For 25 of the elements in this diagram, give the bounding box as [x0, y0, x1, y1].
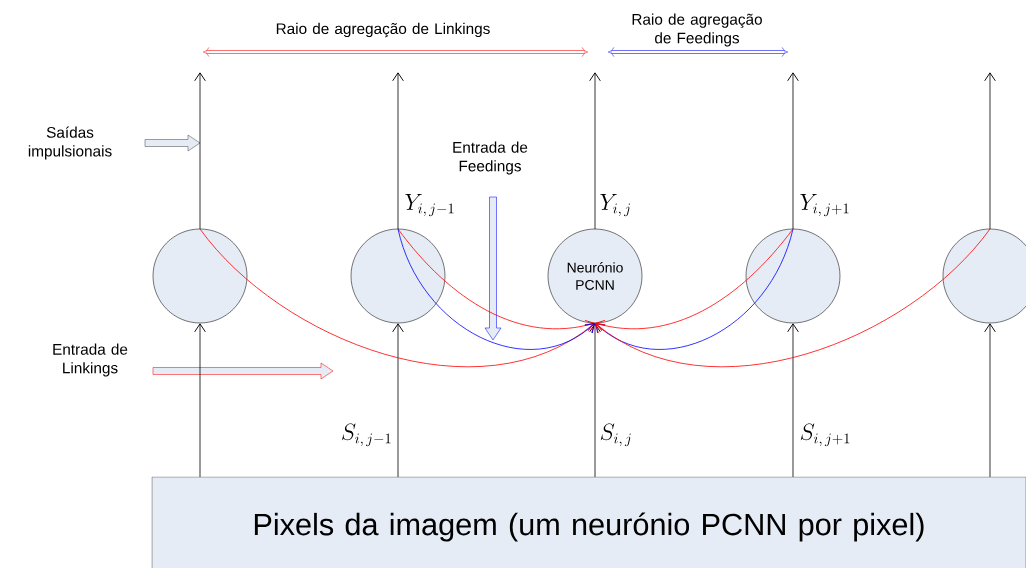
signal-arrow: [984, 72, 996, 230]
signal-arrow: [194, 72, 206, 230]
signal-arrow: [595, 228, 991, 368]
annotation-text: Raio de agregação de Linkings: [276, 22, 490, 38]
neuron-circle: [350, 228, 446, 324]
math-label: $Y_{i,\,j}$: [600, 194, 630, 217]
signal-arrow: [787, 323, 799, 478]
math-label: $S_{i,\,j-1}$: [342, 423, 391, 447]
signal-arrow: [194, 323, 206, 478]
annotation-text: Raio de agregação de Feedings: [632, 13, 762, 47]
annotation-text: Saídas impulsionais: [28, 126, 112, 160]
signal-arrow: [199, 228, 595, 368]
pixel-box: Pixels da imagem (um neurónio PCNN por pixel): [151, 476, 1026, 568]
math-label: $S_{i,\,j+1}$: [800, 423, 850, 447]
neuron-circle: [942, 228, 1026, 324]
annotation-text: Entrada de Feedings: [453, 141, 528, 175]
neuron-circle: [745, 228, 841, 324]
math-label: $S_{i,\,j}$: [600, 423, 631, 447]
signal-arrow: [589, 72, 601, 230]
signal-arrow: [589, 323, 601, 478]
neuron-circle: [152, 228, 248, 324]
signal-arrow: [787, 72, 799, 230]
signal-arrow: [984, 323, 996, 478]
signal-arrow: [392, 323, 404, 478]
signal-arrow: [392, 72, 404, 230]
